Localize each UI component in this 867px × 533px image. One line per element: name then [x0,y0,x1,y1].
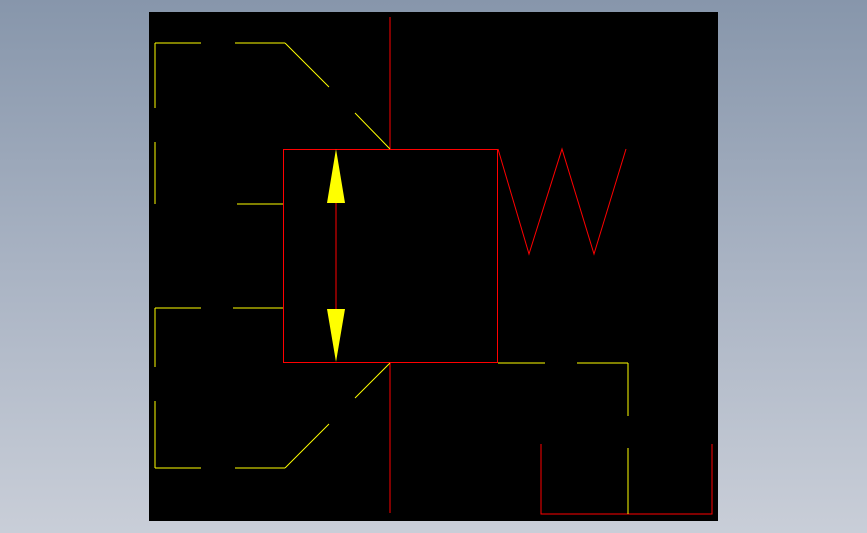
drain-line [540,444,713,515]
pilot-line-outlet [498,362,629,514]
arrow-head-down-icon [327,309,345,362]
spring [497,147,627,256]
flow-arrow-bidirectional [327,149,345,362]
valve-box [283,149,498,363]
valve-schematic-drawing [154,17,713,515]
arrow-head-up-icon [327,149,345,203]
cad-viewport[interactable] [149,12,718,521]
pilot-line-lower [154,307,391,469]
pilot-line-upper [154,42,391,205]
